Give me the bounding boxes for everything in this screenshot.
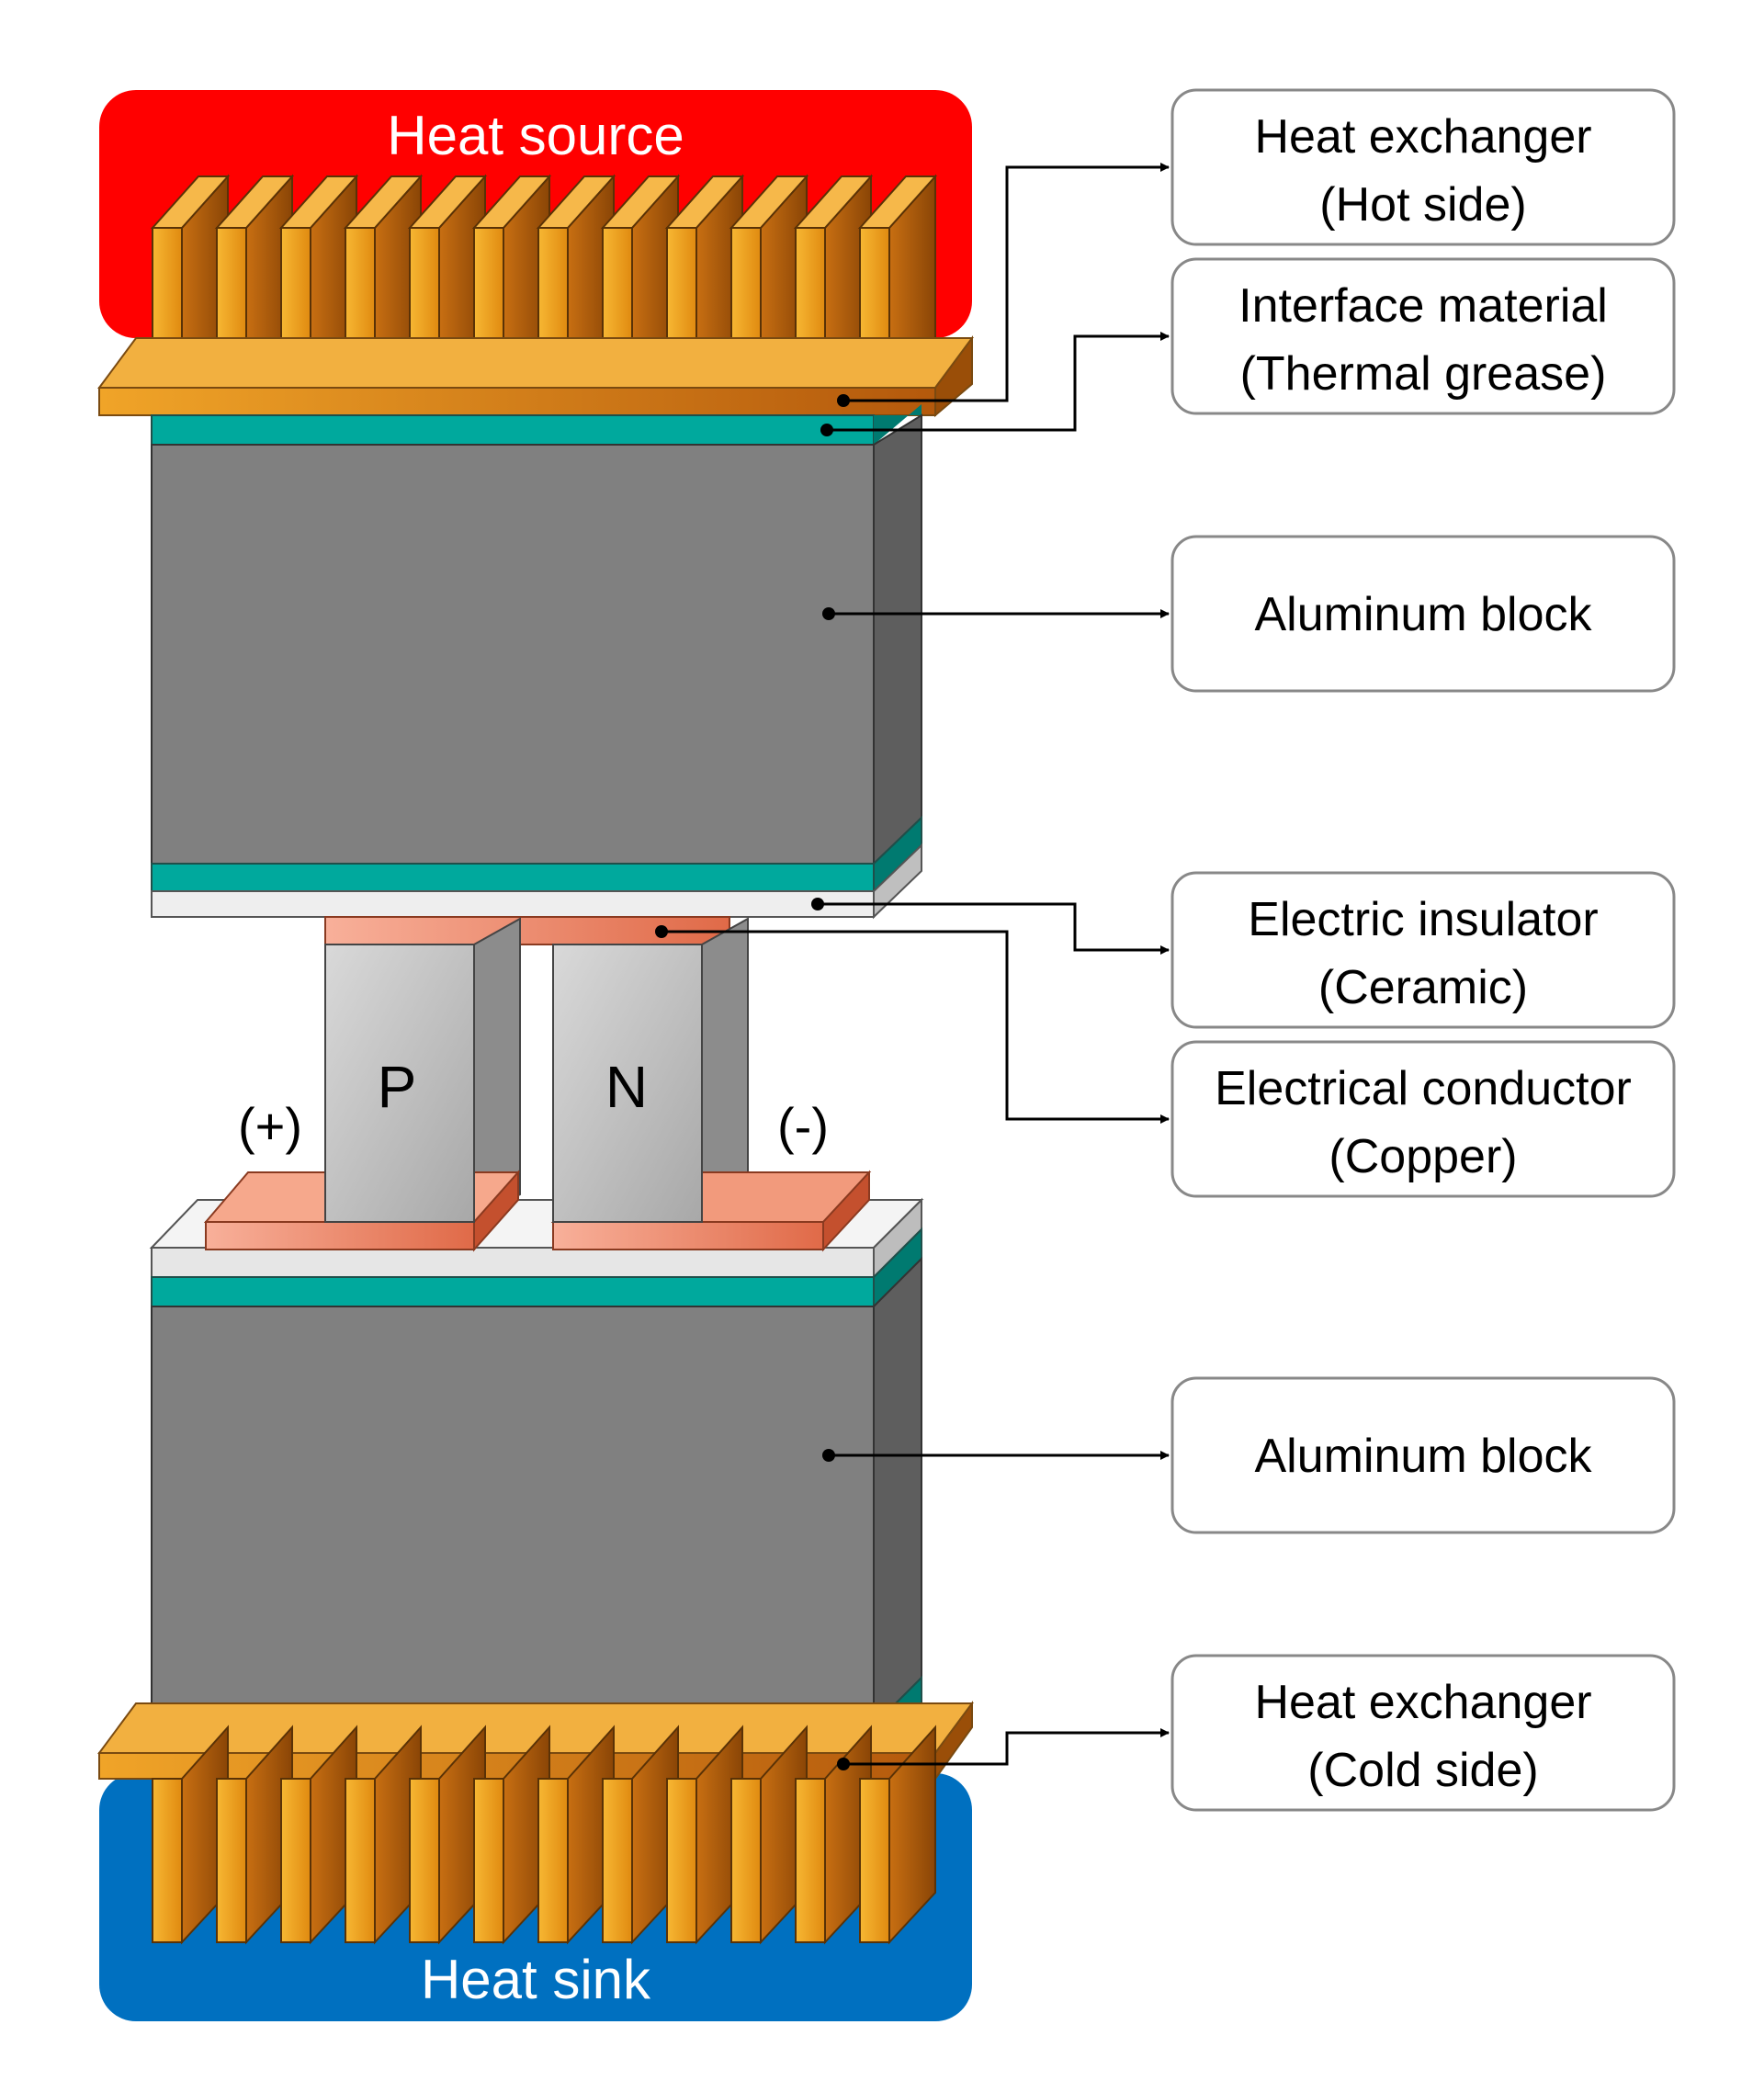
leader-electrical-conductor — [662, 930, 1170, 1124]
leader-heat-exchanger-cold — [843, 1728, 1170, 1766]
cold-fin — [859, 1725, 936, 1945]
label-heat-exchanger-hot: Heat exchanger (Hot side) — [1170, 88, 1676, 246]
label-heat-exchanger-cold-line1: Heat exchanger — [1254, 1676, 1591, 1729]
heat-sink-label: Heat sink — [421, 1949, 651, 2010]
label-aluminum-block-bottom: Aluminum block — [1170, 1376, 1676, 1534]
leader-interface-material — [827, 332, 1170, 432]
heat-source-label: Heat source — [387, 105, 684, 166]
label-interface-material: Interface material (Thermal grease) — [1170, 257, 1676, 415]
positive-terminal-label: (+) — [238, 1097, 302, 1155]
label-electric-insulator-line1: Electric insulator — [1248, 893, 1598, 946]
bottom-aluminum-block — [151, 1256, 922, 1728]
n-leg-text: N — [605, 1054, 648, 1120]
top-aluminum-block — [151, 413, 922, 866]
label-electrical-conductor-line1: Electrical conductor — [1215, 1062, 1632, 1115]
leader-lines — [662, 163, 1170, 1766]
label-aluminum-block-bottom-line1: Aluminum block — [1254, 1430, 1592, 1483]
label-aluminum-block-top-line1: Aluminum block — [1254, 588, 1592, 641]
label-electric-insulator: Electric insulator (Ceramic) — [1170, 871, 1676, 1029]
label-aluminum-block-top: Aluminum block — [1170, 535, 1676, 693]
p-leg-text: P — [378, 1054, 417, 1120]
top-block-lower-grease — [151, 815, 922, 894]
hot-side-heat-exchanger — [97, 174, 974, 418]
label-electrical-conductor-line2: (Copper) — [1329, 1130, 1517, 1183]
leader-heat-exchanger-hot — [843, 163, 1170, 402]
label-electric-insulator-line2: (Ceramic) — [1318, 961, 1528, 1014]
label-interface-material-line1: Interface material — [1238, 279, 1608, 333]
cold-side-fins — [152, 1725, 936, 1945]
label-heat-exchanger-cold-line2: (Cold side) — [1307, 1744, 1538, 1797]
label-interface-material-line2: (Thermal grease) — [1240, 347, 1607, 401]
negative-terminal-label: (-) — [777, 1097, 829, 1155]
label-heat-exchanger-hot-line2: (Hot side) — [1319, 178, 1526, 232]
cold-side-heat-exchanger — [97, 1700, 974, 1945]
leader-electric-insulator — [818, 902, 1170, 955]
label-heat-exchanger-cold: Heat exchanger (Cold side) — [1170, 1654, 1676, 1812]
n-leg-front — [552, 944, 703, 1223]
label-heat-exchanger-hot-line1: Heat exchanger — [1254, 110, 1591, 164]
bottom-block-upper-grease — [151, 1227, 922, 1309]
leader-dots — [655, 394, 850, 1770]
p-leg-front — [324, 944, 475, 1223]
label-electrical-conductor: Electrical conductor (Copper) — [1170, 1040, 1676, 1198]
